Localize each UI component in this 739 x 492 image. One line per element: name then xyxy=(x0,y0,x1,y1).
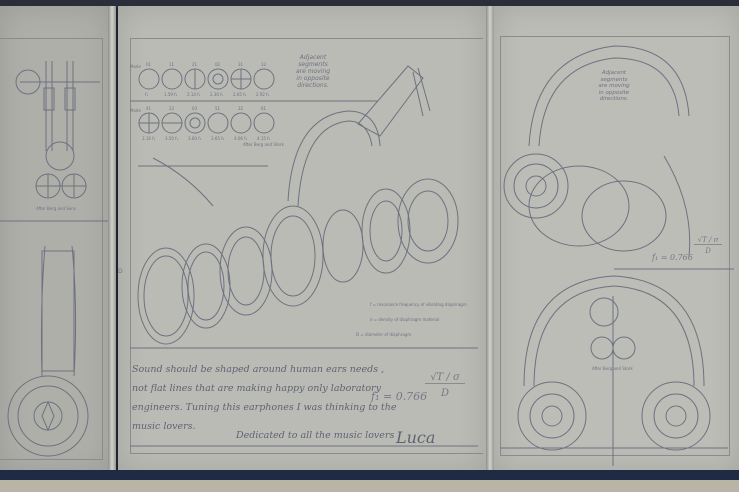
mode-number: 32 xyxy=(238,106,244,111)
legend-diameter: D = diameter of diaphragm xyxy=(356,332,412,337)
adjacent-segments-note: Adjacent segments are moving in opposite… xyxy=(295,54,331,89)
mode-value: 1.59 f₁ xyxy=(164,92,178,97)
mode-value: 3.16 f₁ xyxy=(142,136,156,141)
booklet-cover-edge xyxy=(0,470,739,482)
resonance-formula: f₁ = 0.766 √T / σ D xyxy=(371,372,465,403)
mode-value: 4.06 f₁ xyxy=(234,136,248,141)
mode-number: 31 xyxy=(238,62,244,67)
mode-value: 3.60 f₁ xyxy=(188,136,202,141)
mode-number: 03 xyxy=(192,106,198,111)
right-panel-drawings xyxy=(500,45,734,466)
mode-value: 3.50 f₁ xyxy=(165,136,179,141)
mode-number: 11 xyxy=(169,62,175,67)
mode-value: 3.65 f₁ xyxy=(211,136,225,141)
mode-row-2-label: Mode xyxy=(130,108,141,113)
left-panel-caption: After Berg and Sons xyxy=(36,206,76,211)
mode-value: 2.65 f₁ xyxy=(233,92,247,97)
mode-number: 12 xyxy=(261,62,267,67)
mode-number: 01 xyxy=(146,62,152,67)
left-panel: After Berg and Sons xyxy=(0,6,110,472)
dedication-paragraph: Sound should be shaped around human ears… xyxy=(132,364,397,432)
left-panel-frame xyxy=(0,38,103,460)
desk-background-bottom xyxy=(0,480,739,492)
legend-sigma: σ = density of diaphragm material xyxy=(370,317,440,322)
mode-value: 2.30 f₁ xyxy=(210,92,224,97)
mode-value: f₁ xyxy=(145,92,149,97)
fold-right xyxy=(486,6,494,472)
mode-value: 4.15 f₁ xyxy=(257,136,271,141)
right-adjacent-segments-note: Adjacent segments are moving in opposite… xyxy=(598,70,630,102)
right-panel-frame xyxy=(500,36,730,456)
middle-panel-frame xyxy=(130,38,483,454)
mode-row-1-label: Mode xyxy=(130,64,141,69)
dedication-line: Dedicated to all the music lovers xyxy=(236,430,395,441)
mode-number: 41 xyxy=(146,106,152,111)
mode-number: 02 xyxy=(215,62,221,67)
mode-number: 22 xyxy=(169,106,175,111)
left-panel-drawings xyxy=(0,61,110,457)
middle-panel-drawings xyxy=(130,65,478,447)
mode-value: 2.14 f₁ xyxy=(187,92,201,97)
right-resonance-formula: f₁ = 0.766 √T / σ D xyxy=(652,236,722,262)
mode-caption: After Berg and Stork xyxy=(243,142,284,147)
fold-left xyxy=(108,6,116,472)
mode-number: 51 xyxy=(215,106,221,111)
mode-number: 21 xyxy=(192,62,198,67)
right-panel: Adjacent segments are moving in opposite… xyxy=(494,6,739,472)
diameter-label: D xyxy=(118,268,123,275)
signature: Luca xyxy=(396,428,436,447)
middle-panel: Mode Mode 01 11 21 02 31 12 f₁ 1.59 f₁ 2… xyxy=(118,6,486,472)
right-panel-caption: After Berg and Stork xyxy=(592,366,633,371)
desk-background-top xyxy=(0,0,739,8)
mode-value: 2.92 f₁ xyxy=(256,92,270,97)
mode-number: 61 xyxy=(261,106,267,111)
legend-f: f = resonance frequency of vibrating dia… xyxy=(370,302,467,307)
